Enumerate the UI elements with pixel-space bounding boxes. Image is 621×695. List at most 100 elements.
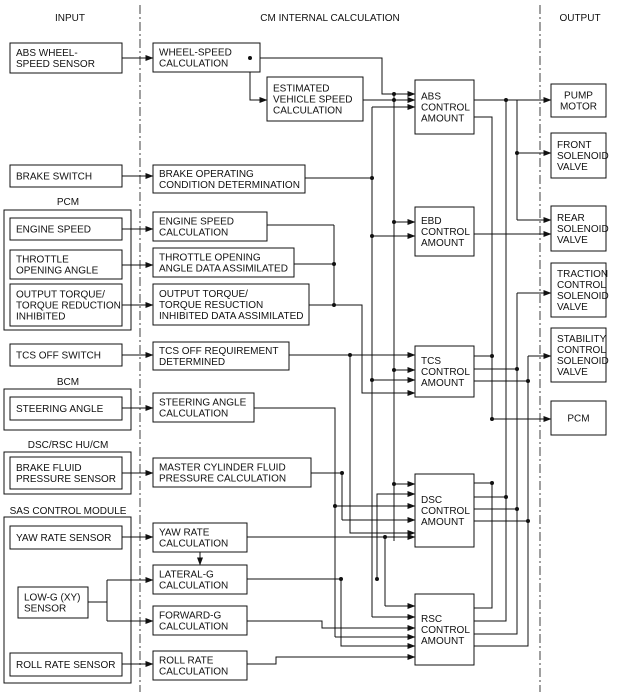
low-g-sensor-box: LOW-G (XY)SENSOR: [17, 586, 89, 619]
junction-dot: [340, 471, 344, 475]
wheel-speed-calculation-box-label-line: CALCULATION: [159, 59, 228, 70]
front-solenoid-valve-box-label-line: VALVE: [557, 162, 588, 173]
master-cylinder-pressure-box-frame: [152, 457, 312, 488]
junction-dot: [504, 98, 508, 102]
abs-control-amount-box-label-line: CONTROL: [421, 103, 470, 114]
rsc-control-amount-box-label-line: CONTROL: [421, 625, 470, 636]
ebd-control-amount-box-frame: [414, 206, 475, 257]
output-torque-data-box: OUTPUT TORQUE/TORQUE RESUCTIONINHIBITED …: [152, 283, 310, 326]
roll-rate-sensor-box: ROLL RATE SENSOR: [9, 652, 123, 677]
engine-speed-box-label-line: ENGINE SPEED: [16, 225, 91, 236]
junction-dot: [339, 577, 343, 581]
abs-control-amount-box-label-line: AMOUNT: [421, 114, 464, 125]
low-g-sensor-box-label-line: LOW-G (XY): [24, 593, 80, 604]
output-torque-box-frame: [9, 283, 123, 327]
signal-arrow: [376, 491, 416, 579]
brake-operating-condition-box-label-line: BRAKE OPERATING: [159, 169, 254, 180]
roll-rate-sensor-box-label-line: ROLL RATE SENSOR: [16, 660, 115, 671]
calculation-column-header: CM INTERNAL CALCULATION: [260, 13, 399, 24]
junction-dot: [333, 504, 337, 508]
output-torque-box-label-line: OUTPUT TORQUE/: [16, 290, 105, 301]
tcs-off-requirement-box-label-line: TCS OFF REQUIREMENT: [159, 346, 278, 357]
engine-speed-box-frame: [9, 217, 123, 241]
tcs-off-requirement-box-frame: [152, 341, 290, 371]
output-torque-data-box-label-line: TORQUE RESUCTION: [159, 300, 263, 311]
estimated-vehicle-speed-box-frame: [266, 76, 364, 122]
ebd-control-amount-box-label-line: EBD: [421, 216, 442, 227]
lateral-g-calculation-box-label-line: CALCULATION: [159, 581, 228, 592]
throttle-opening-angle-box-frame: [9, 249, 123, 280]
signal-arrow: [260, 57, 416, 97]
throttle-angle-data-box-label-line: THROTTLE OPENING: [159, 253, 261, 264]
roll-rate-calculation-box-frame: [152, 650, 248, 681]
stability-control-valve-box-frame: [550, 327, 607, 383]
yaw-rate-sensor-box: YAW RATE SENSOR: [9, 525, 123, 550]
abs-wheel-speed-sensor-box-label-line: ABS WHEEL-: [16, 48, 78, 59]
junction-dot: [332, 303, 336, 307]
rsc-control-amount-box-label-line: RSC: [421, 614, 442, 625]
stability-control-valve-box-label-line: CONTROL: [557, 345, 606, 356]
dsc-control-amount-box-frame: [414, 473, 475, 548]
master-cylinder-pressure-box-label-line: PRESSURE CALCULATION: [159, 474, 286, 485]
junction-dot: [392, 368, 396, 372]
engine-speed-calculation-box-label-line: ENGINE SPEED: [159, 217, 234, 228]
front-solenoid-valve-box-label-line: SOLENOID: [557, 151, 609, 162]
rear-solenoid-valve-box-label-line: VALVE: [557, 235, 588, 246]
output-torque-box-label-line: TORQUE REDUCTION: [16, 301, 121, 312]
estimated-vehicle-speed-box-label-line: ESTIMATED: [273, 84, 329, 95]
junction-dot: [490, 481, 494, 485]
junction-dot: [392, 482, 396, 486]
brake-fluid-pressure-sensor-box-frame: [9, 456, 123, 490]
tcs-control-amount-box-frame: [414, 345, 475, 398]
brake-operating-condition-box-frame: [152, 164, 306, 194]
wheel-speed-calculation-box-frame: [152, 42, 261, 73]
junction-dot: [490, 417, 494, 421]
roll-rate-sensor-box-frame: [9, 652, 123, 677]
throttle-angle-data-box-label-line: ANGLE DATA ASSIMILATED: [159, 264, 288, 275]
brake-fluid-pressure-sensor-box-label-line: PRESSURE SENSOR: [16, 474, 116, 485]
brake-switch-box: BRAKE SWITCH: [9, 164, 123, 188]
output-torque-data-box-label-line: OUTPUT TORQUE/: [159, 289, 248, 300]
traction-control-valve-box-frame: [550, 262, 607, 318]
dsc-control-amount-box-label-line: AMOUNT: [421, 517, 464, 528]
yaw-rate-calculation-box-label-line: YAW RATE: [159, 528, 210, 539]
low-g-sensor-box-frame: [17, 586, 89, 619]
signal-line: [474, 534, 529, 647]
brake-fluid-pressure-sensor-box-label-line: BRAKE FLUID: [16, 463, 82, 474]
pump-motor-box-frame: [550, 83, 607, 118]
engine-speed-calculation-box-frame: [152, 211, 268, 242]
signal-line: [474, 542, 507, 622]
steering-angle-calculation-box-frame: [152, 392, 255, 423]
steering-angle-box-frame: [9, 396, 123, 421]
sas-group-label: SAS CONTROL MODULE: [10, 506, 127, 517]
abs-control-amount-box-frame: [414, 79, 475, 135]
pcm-output-box: PCM: [550, 400, 607, 436]
tcs-off-switch-box: TCS OFF SWITCH: [9, 343, 123, 367]
signal-line: [254, 407, 336, 637]
throttle-angle-data-box-frame: [152, 247, 295, 278]
brake-switch-box-label-line: BRAKE SWITCH: [16, 172, 92, 183]
signal-line: [474, 483, 493, 609]
wheel-speed-calculation-box-label-line: WHEEL-SPEED: [159, 48, 232, 59]
master-cylinder-pressure-box-label-line: MASTER CYLINDER FLUID: [159, 463, 286, 474]
steering-angle-box: STEERING ANGLE: [9, 396, 123, 421]
yaw-rate-sensor-box-label-line: YAW RATE SENSOR: [16, 533, 111, 544]
signal-arrow: [247, 620, 416, 631]
signal-line: [474, 116, 493, 419]
junction-dot: [526, 379, 530, 383]
pcm-output-box-frame: [550, 400, 607, 436]
junction-dot: [392, 98, 396, 102]
traction-control-valve-box-label-line: CONTROL: [557, 280, 606, 291]
